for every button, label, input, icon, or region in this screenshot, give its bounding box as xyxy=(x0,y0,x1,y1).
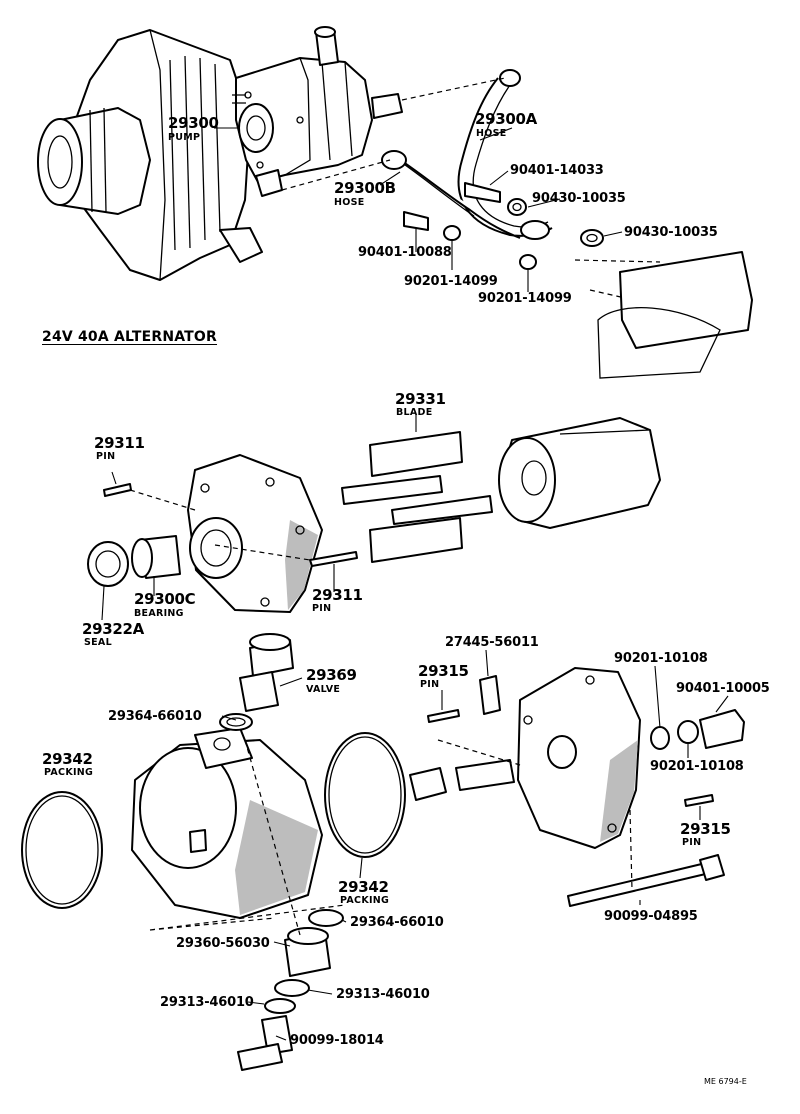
callout-name: PIN xyxy=(420,679,440,690)
check-valve-illustration xyxy=(219,633,294,731)
end-cover-illustration xyxy=(409,667,745,907)
callout-number: 29300C xyxy=(134,590,196,608)
callout-name: HOSE xyxy=(476,128,507,139)
callout-number: 90430-10035 xyxy=(624,225,718,240)
callout-number: 29360-56030 xyxy=(176,936,270,951)
callout-name: PIN xyxy=(96,451,116,462)
callout-number: 29342 xyxy=(42,750,93,768)
callout-number: 90099-18014 xyxy=(290,1033,384,1048)
callout-number: 90201-10108 xyxy=(650,759,744,774)
callout-number: 90401-10088 xyxy=(358,245,452,260)
blades-illustration xyxy=(341,431,493,563)
alternator-illustration xyxy=(37,29,263,281)
callout-number: 29364-66010 xyxy=(108,709,202,724)
callout-name: PACKING xyxy=(340,895,390,906)
callout-number: 29300B xyxy=(334,179,396,197)
callout-number: 90201-14099 xyxy=(478,291,572,306)
callout-name: HOSE xyxy=(334,197,365,208)
callout-name: PIN xyxy=(312,603,332,614)
callout-name: PIN xyxy=(682,837,702,848)
callout-number: 90401-14033 xyxy=(510,163,604,178)
callout-name: PACKING xyxy=(44,767,94,778)
callout-number: 90201-10108 xyxy=(614,651,708,666)
drawing-code: ME 6794-E xyxy=(704,1077,747,1086)
pump-rear-housing-illustration xyxy=(187,454,323,613)
callout-number: 29311 xyxy=(94,434,145,452)
vacuum-pump-illustration xyxy=(232,26,403,197)
callout-number: 29300A xyxy=(475,110,537,128)
callout-number: 29315 xyxy=(680,820,731,838)
callout-number: 29369 xyxy=(306,666,357,684)
callout-name: PUMP xyxy=(168,132,201,143)
callout-number: 29331 xyxy=(395,390,446,408)
callout-number: 90401-10005 xyxy=(676,681,770,696)
callout-number: 29342 xyxy=(338,878,389,896)
lower-fittings-illustration xyxy=(237,739,344,1071)
callout-number: 29300 xyxy=(168,114,219,132)
hose-assembly-illustration xyxy=(281,69,604,270)
callout-number: 27445-56011 xyxy=(445,635,539,650)
callout-number: 29322A xyxy=(82,620,144,638)
callout-name: SEAL xyxy=(84,637,112,648)
callout-name: VALVE xyxy=(306,684,341,695)
callout-name: BLADE xyxy=(396,407,433,418)
callout-number: 29311 xyxy=(312,586,363,604)
callout-number: 29315 xyxy=(418,662,469,680)
leader-lines xyxy=(101,127,729,1041)
callout-number: 90099-04895 xyxy=(604,909,698,924)
callout-name: BEARING xyxy=(134,608,184,619)
callout-number: 29313-46010 xyxy=(160,995,254,1010)
callout-number: 90201-14099 xyxy=(404,274,498,289)
mounting-bracket-illustration xyxy=(574,251,753,379)
diagram-title: 24V 40A ALTERNATOR xyxy=(42,329,218,345)
callout-number: 90430-10035 xyxy=(532,191,626,206)
callout-number: 29364-66010 xyxy=(350,915,444,930)
pump-body-illustration xyxy=(131,727,323,919)
packing-rings-illustration xyxy=(21,732,406,931)
rotor-illustration xyxy=(498,417,661,529)
seal-and-bearing-illustration xyxy=(87,483,358,587)
callout-number: 29313-46010 xyxy=(336,987,430,1002)
